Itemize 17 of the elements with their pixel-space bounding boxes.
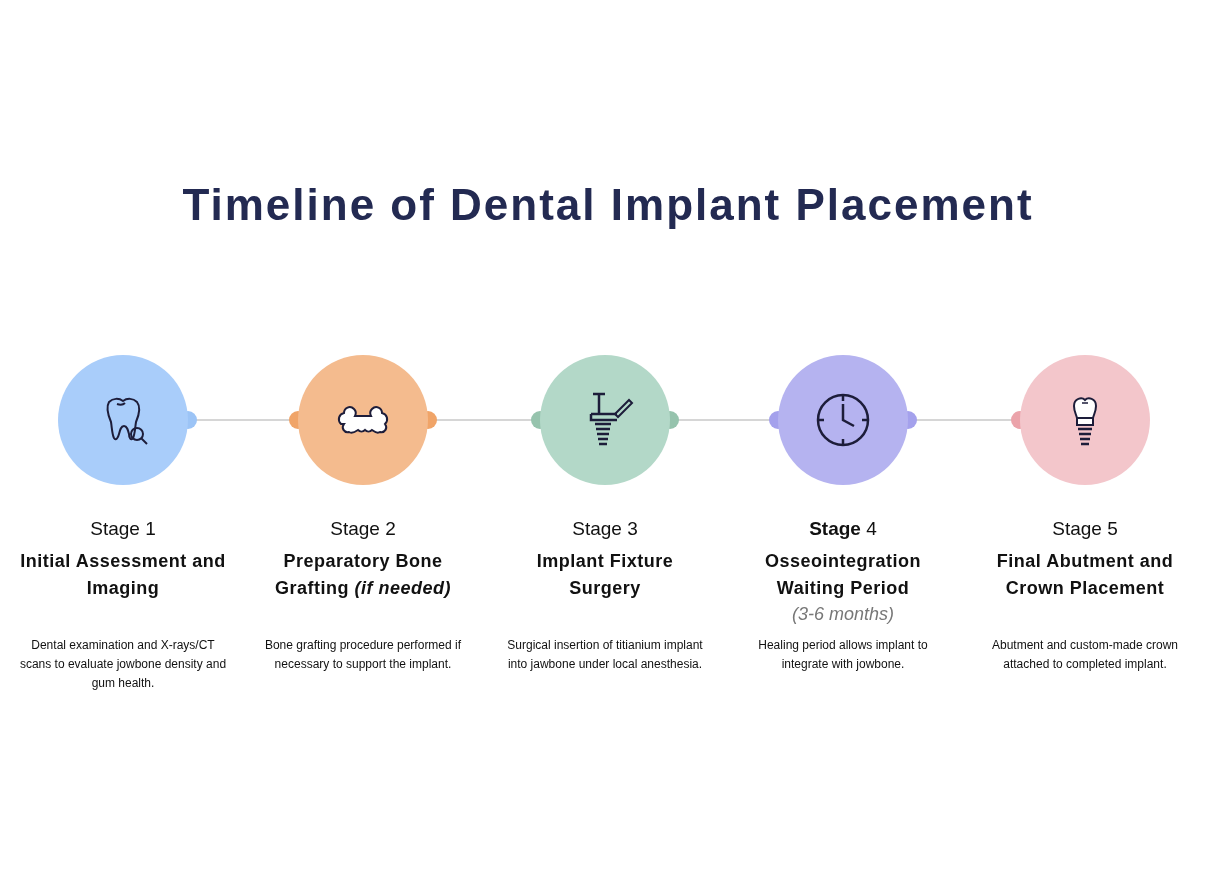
stage-heading: Initial Assessment and Imaging	[20, 550, 226, 600]
stage-heading: Preparatory Bone Grafting (if needed)	[274, 550, 452, 600]
stage-description: Surgical insertion of titianium implant into jawbone under local anesthesia.	[506, 637, 704, 673]
stage-description: Dental examination and X-rays/CT scans to evaluate jowbone density and gum health.	[18, 637, 228, 692]
stage-label: Stage 5	[1051, 518, 1119, 540]
stage-heading: Final Abutment and Crown Placement	[995, 550, 1175, 600]
stage-label: Stage 3	[571, 518, 639, 540]
stage-description: Abutment and custom-made crown attached to completed implant.	[990, 637, 1180, 673]
stage-description: Bone grafting procedure performed if necessary to support the implant.	[263, 637, 463, 673]
stage-label: Stage 4	[808, 518, 878, 540]
stage-heading: Osseointegration Waiting Period	[764, 550, 922, 600]
stage-label: Stage 2	[329, 518, 397, 540]
duration-note: (3-6 months)	[790, 604, 895, 625]
title: Timeline of Dental Implant Placement	[181, 180, 1035, 230]
stage-heading: Implant Fixture Surgery	[535, 550, 675, 600]
stage-description: Healing period allows implant to integrate with jowbone.	[757, 637, 929, 673]
stage-label: Stage 1	[89, 518, 157, 540]
